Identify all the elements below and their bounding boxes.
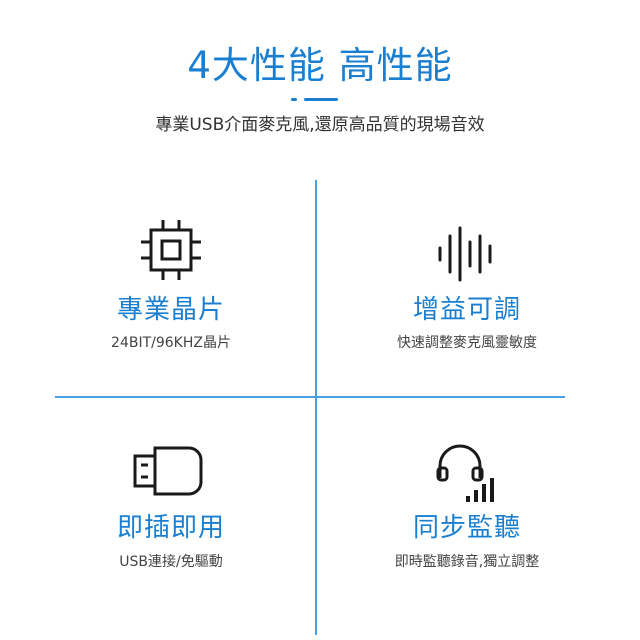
- vertical-divider: [315, 180, 317, 635]
- feature-title-plug-and-play: 即插即用: [116, 513, 225, 543]
- page-title: 4大性能 高性能: [187, 44, 453, 87]
- feature-desc-gain: 快速調整麥克風靈敏度: [397, 335, 537, 351]
- feature-title-gain: 增益可調: [412, 295, 521, 325]
- sound-wave-icon: [436, 226, 496, 282]
- title-decoration-dot: [291, 98, 297, 101]
- horizontal-divider: [55, 396, 565, 398]
- feature-desc-plug-and-play: USB連接/免驅動: [119, 554, 223, 570]
- usb-plug-icon: [131, 444, 205, 498]
- feature-desc-monitor: 即時監聽錄音,獨立調整: [394, 554, 540, 570]
- headphone-monitor-icon: [434, 440, 498, 506]
- page-subtitle: 專業USB介面麥克風,還原高品質的現場音效: [155, 115, 485, 135]
- feature-title-chip: 專業晶片: [116, 295, 225, 325]
- feature-desc-chip: 24BIT/96KHZ晶片: [111, 335, 231, 351]
- feature-title-monitor: 同步監聽: [412, 513, 521, 543]
- chip-icon: [139, 218, 203, 282]
- title-decoration-bar: [304, 98, 338, 101]
